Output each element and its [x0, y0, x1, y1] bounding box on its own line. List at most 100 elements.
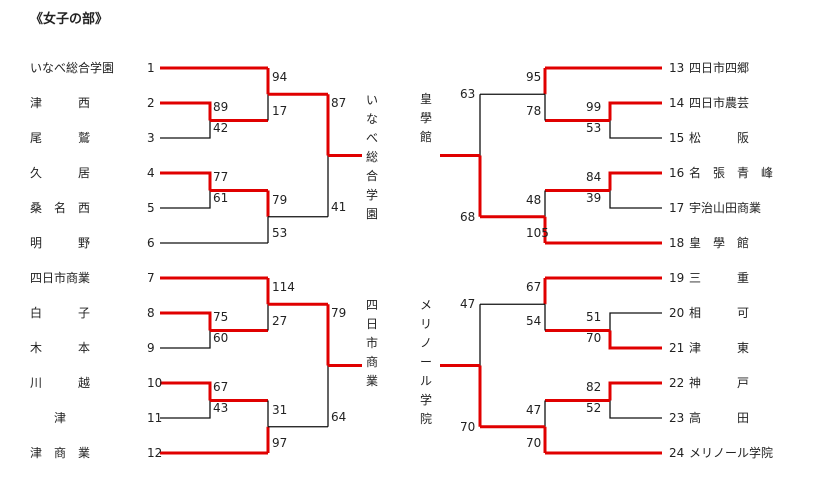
finalist-name-left-top: な — [365, 112, 378, 126]
team-name-right: 松 阪 — [689, 131, 750, 145]
team-seed-right: 17 — [669, 201, 685, 215]
bracket-line — [608, 171, 662, 191]
team-name-left: 久 居 — [30, 166, 91, 180]
score-label: 51 — [586, 310, 602, 324]
score-label: 105 — [526, 226, 549, 240]
team-seed-left: 8 — [147, 306, 155, 320]
team-name-left: いなべ総合学園 — [30, 61, 115, 75]
score-label: 89 — [213, 100, 229, 114]
team-name-left: 川 越 — [30, 376, 91, 390]
score-label: 79 — [272, 192, 288, 207]
team-name-right: 津 東 — [689, 341, 750, 355]
team-seed-left: 3 — [147, 131, 155, 145]
score-label: 70 — [586, 331, 602, 345]
team-seed-right: 16 — [669, 166, 685, 180]
score-label: 63 — [460, 87, 476, 102]
score-label: 27 — [272, 313, 288, 328]
team-name-right: 四日市農芸 — [689, 96, 750, 110]
score-label: 60 — [213, 331, 229, 345]
finalist-name-left-top: べ — [365, 131, 378, 145]
finalist-name-right-top: 學 — [419, 111, 432, 125]
team-seed-right: 20 — [669, 306, 685, 320]
score-label: 70 — [460, 419, 476, 434]
score-label: 42 — [213, 121, 229, 135]
finalist-name-right-bottom: メ — [419, 298, 432, 312]
team-name-right: 名 張 青 峰 — [689, 166, 774, 180]
team-name-right: 宇治山田商業 — [689, 201, 762, 215]
score-label: 77 — [213, 170, 229, 184]
finalist-name-right-bottom: ノ — [419, 336, 432, 350]
score-label: 75 — [213, 310, 229, 324]
score-label: 82 — [586, 380, 602, 394]
team-seed-left: 4 — [147, 166, 155, 180]
score-label: 95 — [526, 70, 542, 84]
score-label: 70 — [526, 436, 542, 450]
score-label: 114 — [272, 280, 295, 294]
team-name-left: 四日市商業 — [30, 271, 91, 285]
page-title: 《女子の部》 — [30, 12, 109, 27]
team-seed-right: 18 — [669, 236, 685, 250]
bracket-line — [608, 101, 662, 121]
team-name-left: 津 — [30, 411, 91, 425]
team-seed-left: 6 — [147, 236, 155, 250]
score-label: 41 — [331, 199, 347, 214]
bracket-line — [160, 101, 212, 121]
bracket-line — [160, 381, 212, 401]
score-label: 97 — [272, 436, 288, 450]
team-seed-right: 19 — [669, 271, 685, 285]
score-label: 68 — [460, 209, 476, 224]
team-seed-right: 24 — [669, 446, 685, 460]
team-seed-right: 13 — [669, 61, 685, 75]
bracket-line — [609, 312, 662, 331]
score-label: 94 — [272, 70, 288, 84]
team-name-right: 相 可 — [689, 306, 750, 320]
bracket-line — [160, 400, 211, 419]
bracket-line — [160, 120, 211, 139]
team-name-left: 尾 鷲 — [30, 131, 91, 145]
score-label: 52 — [586, 401, 602, 415]
finalist-name-right-bottom: ル — [419, 374, 432, 388]
team-seed-left: 12 — [147, 446, 163, 460]
score-label: 54 — [526, 313, 542, 328]
team-name-left: 白 子 — [30, 306, 91, 320]
team-name-left: 木 本 — [30, 341, 91, 355]
team-seed-left: 5 — [147, 201, 155, 215]
finalist-name-right-top: 館 — [419, 130, 432, 144]
score-label: 99 — [586, 100, 602, 114]
team-name-right: 皇 學 館 — [689, 236, 750, 250]
bracket-line — [160, 190, 211, 209]
team-seed-right: 15 — [669, 131, 685, 145]
score-label: 53 — [586, 121, 602, 135]
score-label: 64 — [331, 409, 347, 424]
score-label: 78 — [526, 103, 542, 118]
finalist-name-right-bottom: 学 — [419, 393, 432, 407]
team-name-left: 明 野 — [30, 236, 91, 250]
bracket-line — [160, 171, 212, 191]
score-label: 39 — [586, 191, 602, 205]
bracket-line — [609, 190, 662, 209]
finalist-name-left-top: 園 — [365, 207, 378, 221]
finalist-name-right-bottom: リ — [419, 317, 432, 331]
score-label: 48 — [526, 192, 542, 207]
team-seed-left: 9 — [147, 341, 155, 355]
score-label: 67 — [526, 280, 542, 294]
team-name-right: 四日市四郷 — [689, 61, 750, 75]
finalist-name-left-top: 合 — [365, 169, 378, 183]
finalist-name-left-bottom: 市 — [365, 336, 378, 350]
team-name-right: メリノール学院 — [689, 446, 774, 460]
team-seed-right: 21 — [669, 341, 685, 355]
finalist-name-right-bottom: ー — [419, 355, 432, 369]
score-label: 79 — [331, 306, 347, 321]
finalist-name-left-top: 学 — [365, 188, 378, 202]
team-seed-right: 23 — [669, 411, 685, 425]
team-name-right: 高 田 — [689, 411, 750, 425]
finalist-name-right-top: 皇 — [419, 92, 432, 106]
team-seed-right: 22 — [669, 376, 685, 390]
team-seed-left: 10 — [147, 376, 163, 390]
score-label: 47 — [526, 402, 542, 417]
score-label: 17 — [272, 103, 288, 118]
team-name-left: 津 西 — [30, 96, 91, 110]
team-name-right: 三 重 — [689, 271, 750, 285]
bracket-line — [609, 120, 662, 139]
